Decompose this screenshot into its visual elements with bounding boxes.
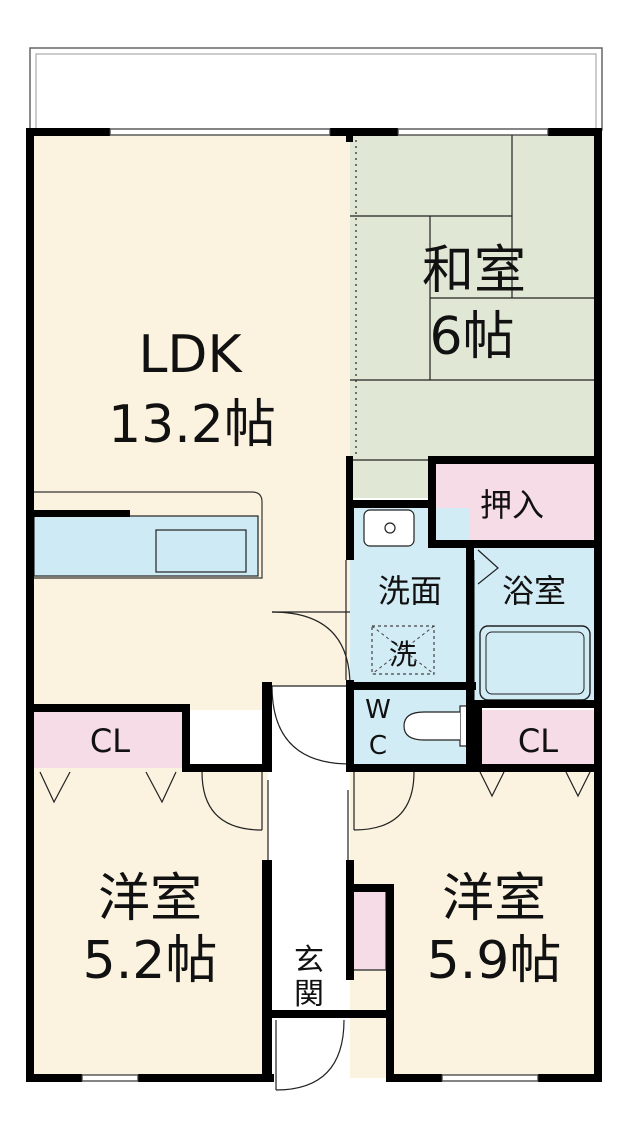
youshitsu-left-size: 5.2帖 [83, 931, 218, 991]
yokushitsu-label: 浴室 [502, 572, 566, 610]
wash-basin [363, 509, 415, 547]
cl-right-floor [476, 710, 596, 768]
hall-floor [268, 686, 350, 1016]
washing-machine-diag1 [371, 625, 435, 675]
ldk-size: 13.2帖 [108, 395, 276, 455]
washing-machine-space [371, 625, 435, 675]
kitchen-backsplash [34, 510, 130, 517]
toilet-bowl [403, 711, 460, 741]
walls [26, 128, 602, 1082]
sentaku-label: 洗 [389, 638, 417, 671]
oshiire-label: 押入 [480, 486, 544, 524]
youshitsu-right-label: 洋室 [442, 869, 546, 929]
genkan-label-1: 玄 [294, 943, 324, 978]
kitchen-sink [155, 529, 247, 573]
tatami-lines [350, 134, 596, 461]
senmen-label: 洗面 [378, 572, 442, 610]
washitsu-label: 和室 [422, 241, 526, 301]
youshitsu-left-floor [34, 768, 268, 1078]
door-swings [201, 611, 415, 1091]
cl-right-label: CL [518, 722, 558, 760]
washitsu-floor [350, 134, 596, 498]
shoe-cabinet [349, 889, 387, 971]
bathtub-inner [485, 631, 585, 695]
genkan-label-2: 関 [294, 977, 324, 1012]
youshitsu-right-size: 5.9帖 [427, 931, 562, 991]
bathtub [479, 625, 591, 701]
balcony [29, 47, 603, 131]
cl-left-floor [34, 710, 184, 768]
washing-machine-diag2 [371, 625, 435, 675]
washitsu-size: 6帖 [429, 307, 514, 367]
wc-label-c: C [369, 731, 387, 761]
wash-basin-drain [384, 522, 396, 534]
youshitsu-left-label: 洋室 [98, 869, 202, 929]
closet-doors [39, 771, 591, 804]
ldk-label: LDK [138, 325, 243, 385]
wc-label-w: W [365, 695, 391, 725]
bath-door [477, 549, 499, 585]
windows [81, 128, 549, 1082]
kitchen-counter-outline [34, 491, 263, 579]
cl-left-label: CL [90, 722, 130, 760]
